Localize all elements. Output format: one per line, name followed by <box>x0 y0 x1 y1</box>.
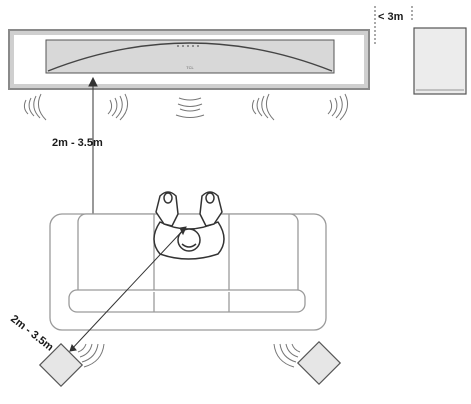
subwoofer-distance-label: < 3m <box>378 11 404 23</box>
front-sound-waves <box>23 93 349 121</box>
person-icon <box>153 191 225 260</box>
sound-wave-icon <box>23 93 47 121</box>
sound-wave-icon <box>107 93 129 121</box>
sound-wave-icon <box>175 97 205 118</box>
sound-wave-icon <box>273 343 301 368</box>
rear-speaker-right <box>273 340 342 386</box>
rear-speaker-icon <box>296 340 342 386</box>
rear-speaker-icon <box>38 342 84 388</box>
front-distance-label: 2m - 3.5m <box>52 137 103 149</box>
rear-distance-arrow <box>69 226 187 352</box>
soundbar-logo: TCL <box>186 65 194 70</box>
soundbar-icon: TCL <box>45 39 335 74</box>
rear-speaker-left <box>38 342 105 388</box>
subwoofer-distance: < 3m <box>374 6 413 46</box>
subwoofer-icon <box>413 27 467 95</box>
rear-distance-label: 2m - 3.5m <box>8 313 56 354</box>
sound-wave-icon <box>327 93 349 121</box>
sound-wave-icon <box>251 93 275 121</box>
sofa-icon <box>49 213 327 331</box>
sound-wave-icon <box>77 343 105 368</box>
